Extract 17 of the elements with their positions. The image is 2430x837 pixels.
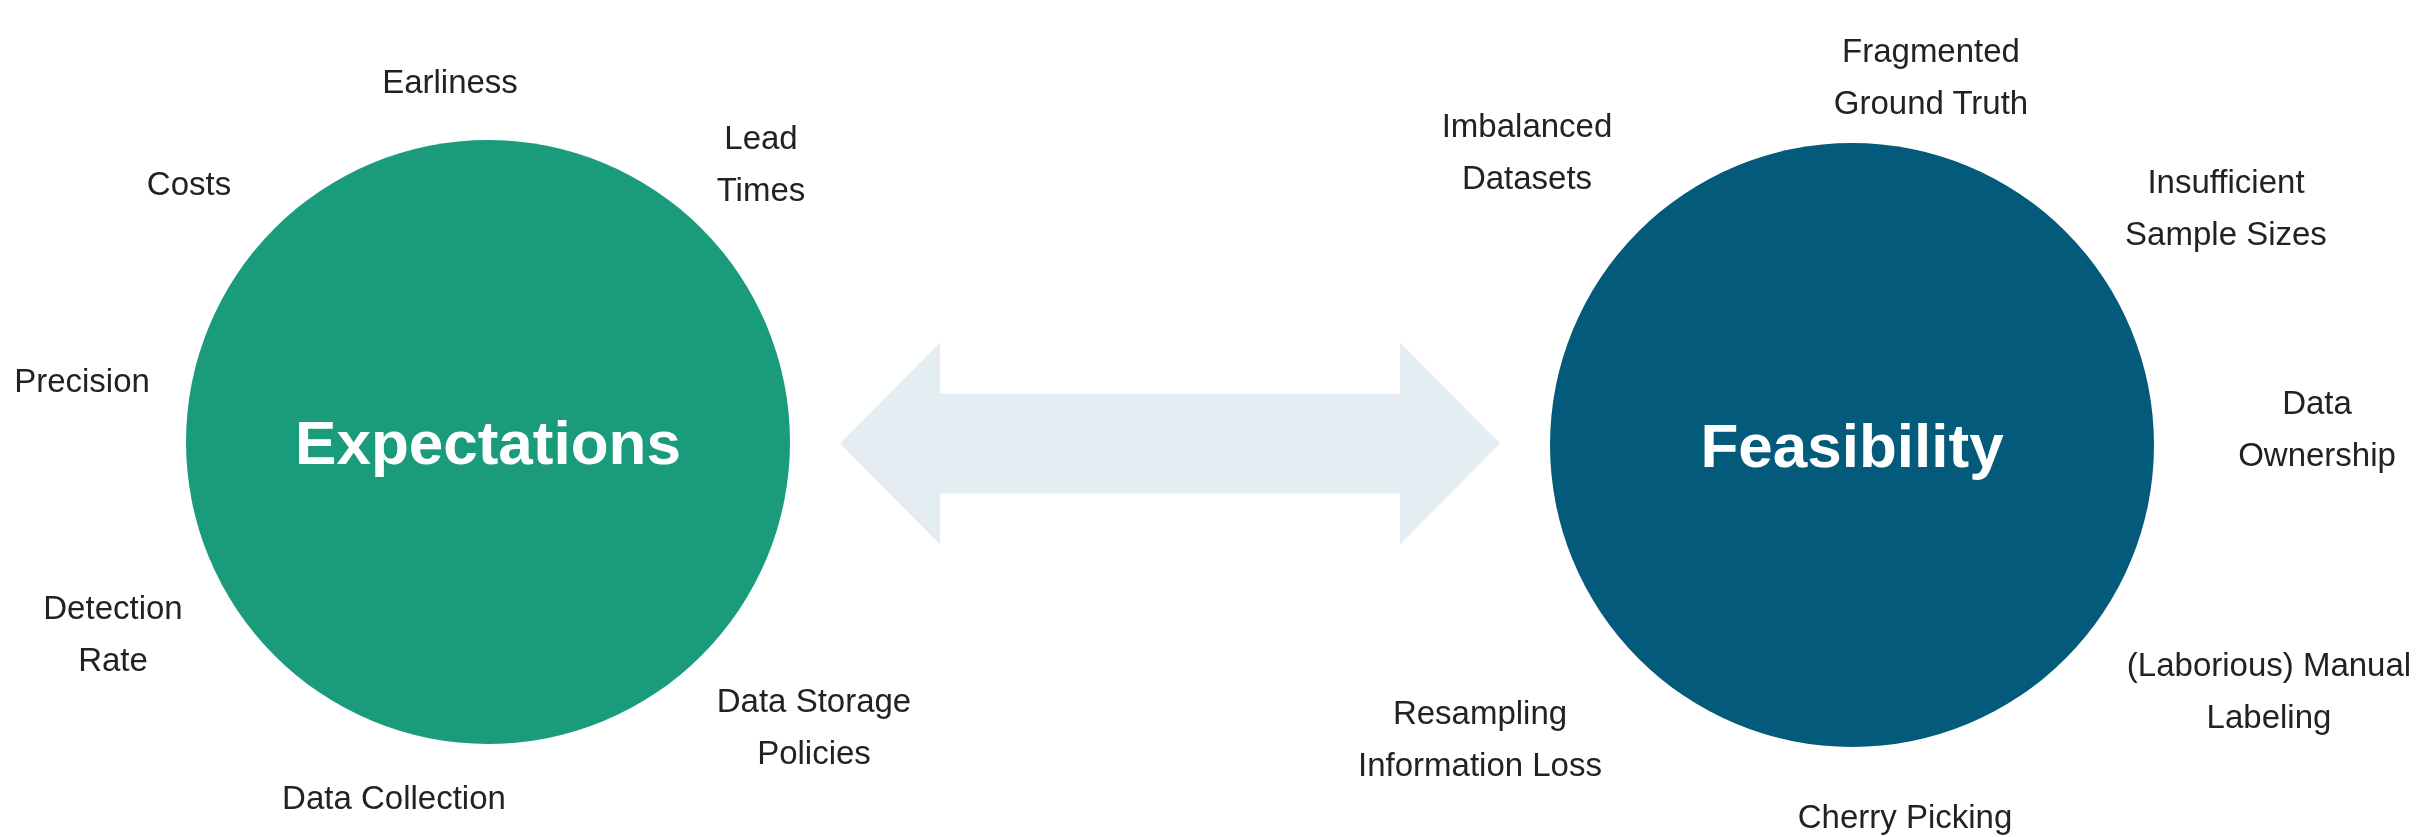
factor-label: Detection Rate xyxy=(42,588,184,680)
factor-label: Imbalanced Datasets xyxy=(1440,106,1614,198)
circle-title: Expectations xyxy=(295,406,681,479)
double-arrow xyxy=(840,342,1500,545)
factor-label: Data Storage Policies xyxy=(715,681,913,773)
factor-label: Data Ownership xyxy=(2237,383,2397,475)
circle-title: Feasibility xyxy=(1700,409,2004,482)
factor-label: Insufficient Sample Sizes xyxy=(2124,162,2328,254)
factor-label: Earliness xyxy=(381,62,519,102)
factor-label: Precision xyxy=(13,361,151,401)
factor-label: Cherry Picking xyxy=(1796,797,2014,837)
factor-label: (Laborious) Manual Labeling xyxy=(2125,645,2413,737)
factor-label: Lead Times xyxy=(715,118,807,210)
factor-label: Resampling Information Loss xyxy=(1357,693,1603,785)
factor-label: Data Collection xyxy=(281,778,507,818)
factor-label: Costs xyxy=(145,164,233,204)
factor-label: Fragmented Ground Truth xyxy=(1832,31,2030,123)
